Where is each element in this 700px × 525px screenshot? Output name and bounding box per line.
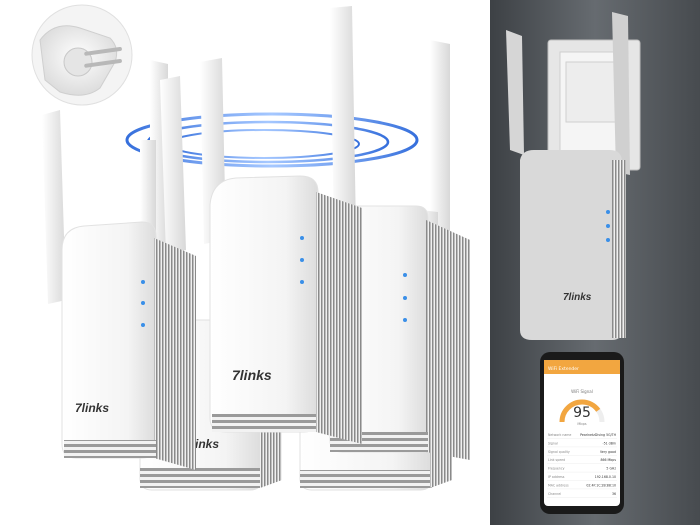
phone-row-label: Channel <box>548 492 561 496</box>
phone-row-label: Signal <box>548 441 558 445</box>
signal-gauge <box>559 399 605 423</box>
phone-row-label: Frequency <box>548 467 565 471</box>
phone-row-value: 36 <box>612 492 616 496</box>
front-center-logo: 7links <box>232 367 272 383</box>
front-left-logo: 7links <box>75 401 109 415</box>
phone-row-value: 192.168.0.10 <box>595 475 616 479</box>
phone-row-value: PearlnetzDiving 5G/TH <box>580 433 617 437</box>
phone-row-label: IP address <box>548 475 565 479</box>
phone-row-label: MAC address <box>548 483 569 487</box>
repeater-front-center: 7links <box>200 6 362 444</box>
phone-row-label: Link speed <box>548 458 565 462</box>
phone-info-list: Network name PearlnetzDiving 5G/TH Signal -… <box>547 433 617 498</box>
phone-row-value: 866 Mbps <box>600 458 616 462</box>
phone-row-label: Signal quality <box>548 450 570 454</box>
smartphone: WiFi Extender WiFi Signal 95 Mbps Networ… <box>540 352 624 514</box>
phone-row-label: Network name <box>548 433 571 437</box>
gauge-unit: Mbps <box>577 422 586 426</box>
gauge-value: 95 <box>573 405 591 421</box>
wall-device-logo: 7links <box>563 292 592 303</box>
phone-row-value: 02:4F:1C:2B:88:10 <box>586 483 616 487</box>
phone-row-value: Very good <box>600 450 616 454</box>
repeater-front-left: 7links <box>42 76 196 470</box>
plug-inset <box>31 4 133 106</box>
phone-row-value: 5 GHz <box>606 467 616 471</box>
gauge-label: WiFi Signal <box>571 389 593 394</box>
phone-app-header: WiFi Extender <box>548 366 579 372</box>
phone-row-value: -51 dBm <box>602 441 616 445</box>
